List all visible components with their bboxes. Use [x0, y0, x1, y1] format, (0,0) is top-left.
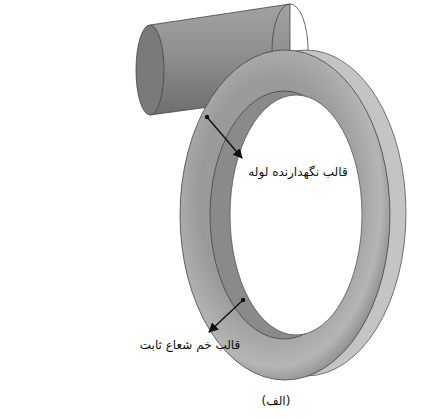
leader-lines	[205, 115, 245, 332]
bend-die-ring	[180, 50, 406, 380]
part-label: قالب خم شعاع ثابت	[140, 338, 240, 352]
part-label: قالب نگهدارنده لوله	[248, 165, 347, 179]
figure-caption: (الف)	[262, 394, 291, 408]
